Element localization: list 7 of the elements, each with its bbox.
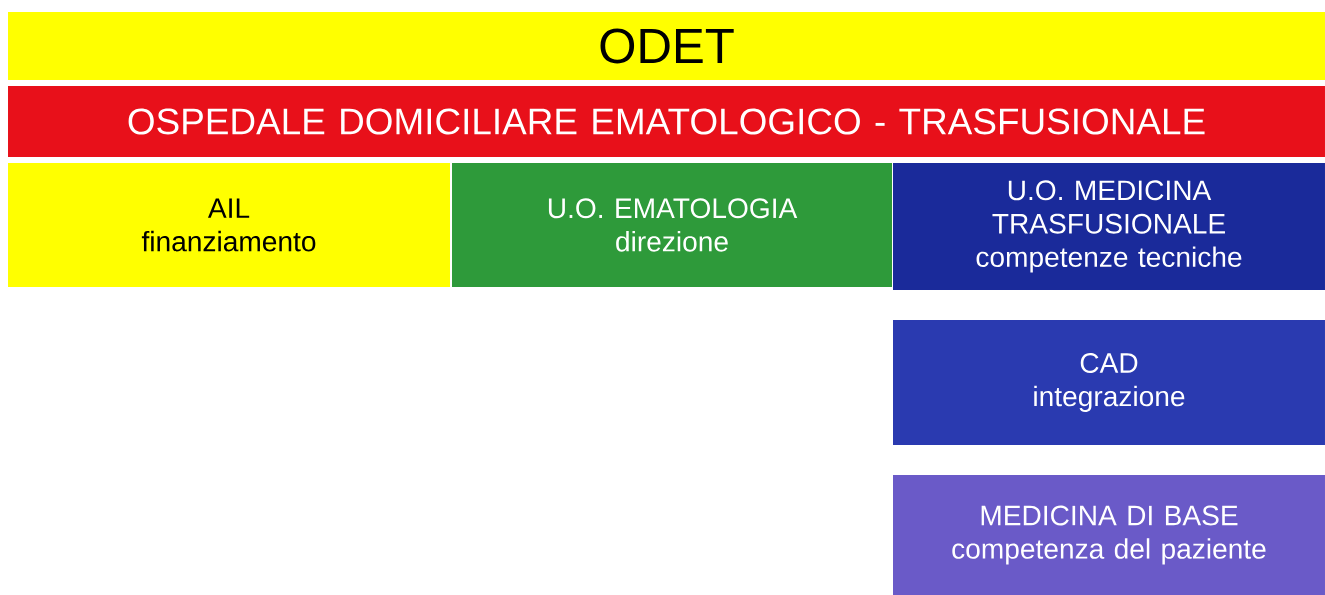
info-block: AIL finanziamento bbox=[8, 163, 450, 287]
title-band: ODET bbox=[8, 12, 1325, 80]
subtitle-band: OSPEDALE DOMICILIARE EMATOLOGICO - TRASFUSIONALE bbox=[8, 86, 1325, 157]
info-block: U.O. MEDICINA TRASFUSIONALE competenze tecniche bbox=[893, 163, 1325, 290]
info-block: CAD integrazione bbox=[893, 320, 1325, 445]
info-block: U.O. EMATOLOGIA direzione bbox=[452, 163, 892, 287]
info-block: MEDICINA DI BASE competenza del paziente bbox=[893, 475, 1325, 595]
